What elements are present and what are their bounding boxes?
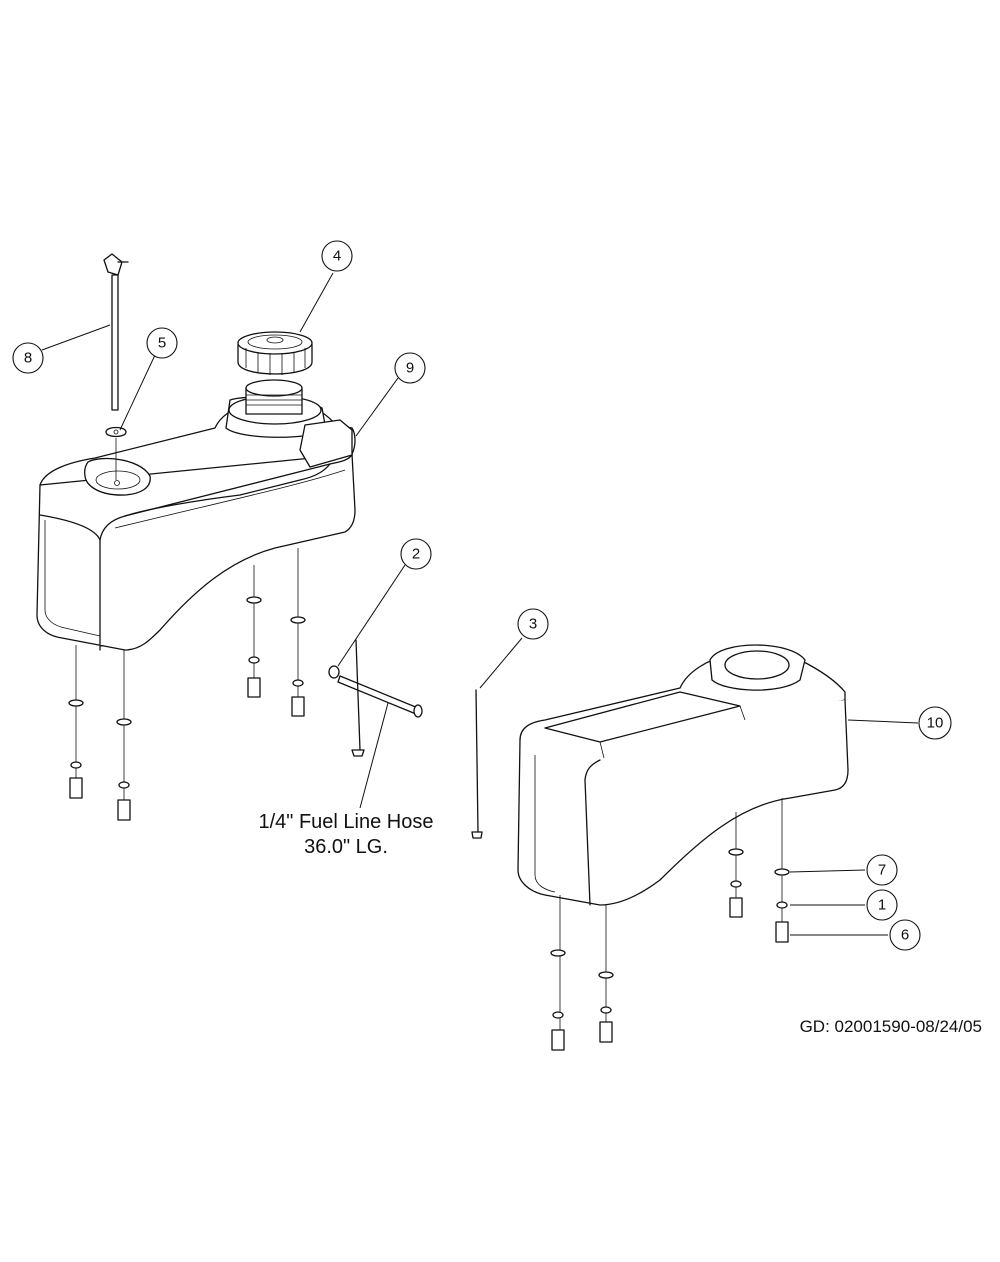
hose-note-line1: 1/4" Fuel Line Hose [259, 811, 434, 833]
drawing-id: GD: 02001590-08/24/05 [800, 1017, 982, 1036]
callout-5: 5 [146, 327, 178, 359]
callout-1-label: 1 [878, 897, 886, 914]
callout-8: 8 [12, 342, 44, 374]
hose-note-line2: 36.0" LG. [304, 836, 388, 858]
callout-3-label: 3 [529, 616, 537, 633]
callout-4: 4 [321, 240, 353, 272]
left-fuel-tank [36, 379, 356, 651]
callout-4-label: 4 [333, 248, 341, 265]
callout-7-label: 7 [878, 862, 886, 879]
callout-10: 10 [918, 706, 952, 740]
callout-8-label: 8 [24, 350, 32, 367]
callout-6: 6 [889, 919, 921, 951]
fuel-cap [237, 331, 313, 375]
callout-3: 3 [517, 608, 549, 640]
callout-2-label: 2 [412, 546, 420, 563]
callout-9: 9 [394, 352, 426, 384]
callout-7: 7 [866, 854, 898, 886]
right-fuel-tank [517, 644, 849, 1051]
callout-9-label: 9 [406, 360, 414, 377]
fuel-pickup-valve [103, 253, 129, 480]
callout-5-label: 5 [158, 335, 166, 352]
fuel-line-hose-assembly [328, 639, 483, 839]
leader-lines [41, 272, 919, 936]
callout-6-label: 6 [901, 927, 909, 944]
left-tank-mounting-hardware [68, 548, 306, 821]
callout-10-label: 10 [927, 715, 944, 732]
callout-1: 1 [866, 889, 898, 921]
callout-2: 2 [400, 538, 432, 570]
